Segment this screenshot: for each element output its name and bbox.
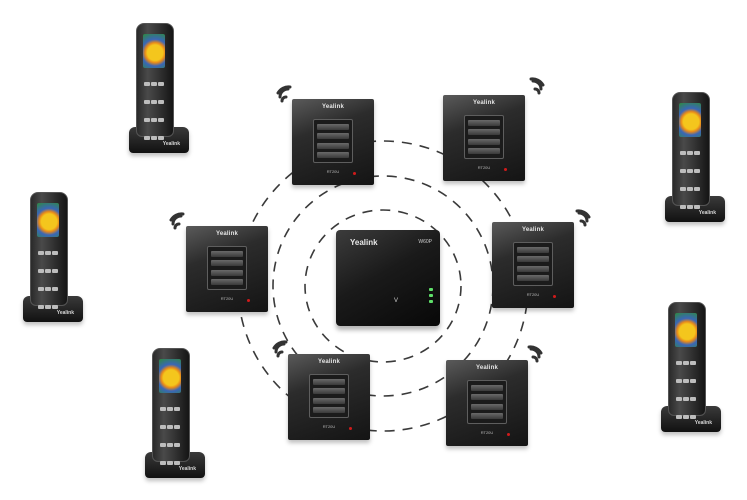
base-status-leds	[429, 288, 434, 306]
handset: Yealink	[656, 302, 726, 432]
cradle-brand: Yealink	[56, 310, 74, 316]
cordless-phone	[152, 348, 190, 465]
handset: Yealink	[18, 192, 88, 322]
repeater-brand: Yealink	[475, 365, 499, 371]
repeater-model: RT20U	[322, 424, 336, 429]
phone-keypad	[679, 143, 701, 215]
wifi-signal-icon	[527, 345, 543, 363]
repeater-grille	[313, 119, 353, 163]
phone-screen	[679, 103, 701, 137]
wifi-signal-icon	[529, 77, 545, 95]
repeater: Yealink RT20U	[292, 99, 374, 185]
repeater-grille	[309, 374, 349, 418]
repeater-brand: Yealink	[215, 231, 239, 237]
repeater-model: RT20U	[220, 296, 234, 301]
phone-keypad	[675, 353, 697, 425]
repeater-brand: Yealink	[321, 104, 345, 110]
phone-screen	[143, 34, 165, 68]
repeater-led	[353, 172, 356, 175]
repeater-led	[553, 295, 556, 298]
repeater-model: RT20U	[477, 165, 491, 170]
repeater-grille	[207, 246, 247, 290]
cradle-brand: Yealink	[162, 141, 180, 147]
repeater-led	[507, 433, 510, 436]
repeater-led	[349, 427, 352, 430]
wifi-signal-icon	[169, 212, 185, 230]
handset: Yealink	[140, 348, 210, 478]
base-station: Yealink W60P V	[336, 230, 440, 326]
cordless-phone	[136, 23, 174, 140]
phone-screen	[159, 359, 181, 393]
repeater: Yealink RT20U	[288, 354, 370, 440]
repeater-model: RT20U	[480, 430, 494, 435]
base-body	[336, 230, 440, 326]
repeater-grille	[513, 242, 553, 286]
repeater-brand: Yealink	[317, 359, 341, 365]
repeater-led	[247, 299, 250, 302]
phone-screen	[675, 313, 697, 347]
wifi-signal-icon	[272, 340, 288, 358]
base-mark: V	[394, 298, 399, 304]
cradle-brand: Yealink	[178, 466, 196, 472]
base-model: W60P	[418, 239, 432, 245]
phone-keypad	[143, 74, 165, 146]
wifi-signal-icon	[276, 85, 292, 103]
repeater-grille	[467, 380, 507, 424]
repeater-model: RT20U	[326, 169, 340, 174]
base-brand: Yealink	[350, 238, 378, 247]
repeater-led	[504, 168, 507, 171]
repeater-brand: Yealink	[521, 227, 545, 233]
phone-keypad	[159, 399, 181, 471]
cordless-phone	[672, 92, 710, 209]
cordless-phone	[668, 302, 706, 419]
cordless-phone	[30, 192, 68, 309]
repeater: Yealink RT20U	[446, 360, 528, 446]
cradle-brand: Yealink	[698, 210, 716, 216]
repeater: Yealink RT20U	[492, 222, 574, 308]
handset: Yealink	[660, 92, 730, 222]
phone-keypad	[37, 243, 59, 315]
inner-ring	[304, 209, 462, 363]
phone-screen	[37, 203, 59, 237]
handset: Yealink	[124, 23, 194, 153]
repeater-model: RT20U	[526, 292, 540, 297]
repeater-grille	[464, 115, 504, 159]
repeater: Yealink RT20U	[186, 226, 268, 312]
wifi-signal-icon	[575, 209, 591, 227]
repeater: Yealink RT20U	[443, 95, 525, 181]
cradle-brand: Yealink	[694, 420, 712, 426]
repeater-brand: Yealink	[472, 100, 496, 106]
